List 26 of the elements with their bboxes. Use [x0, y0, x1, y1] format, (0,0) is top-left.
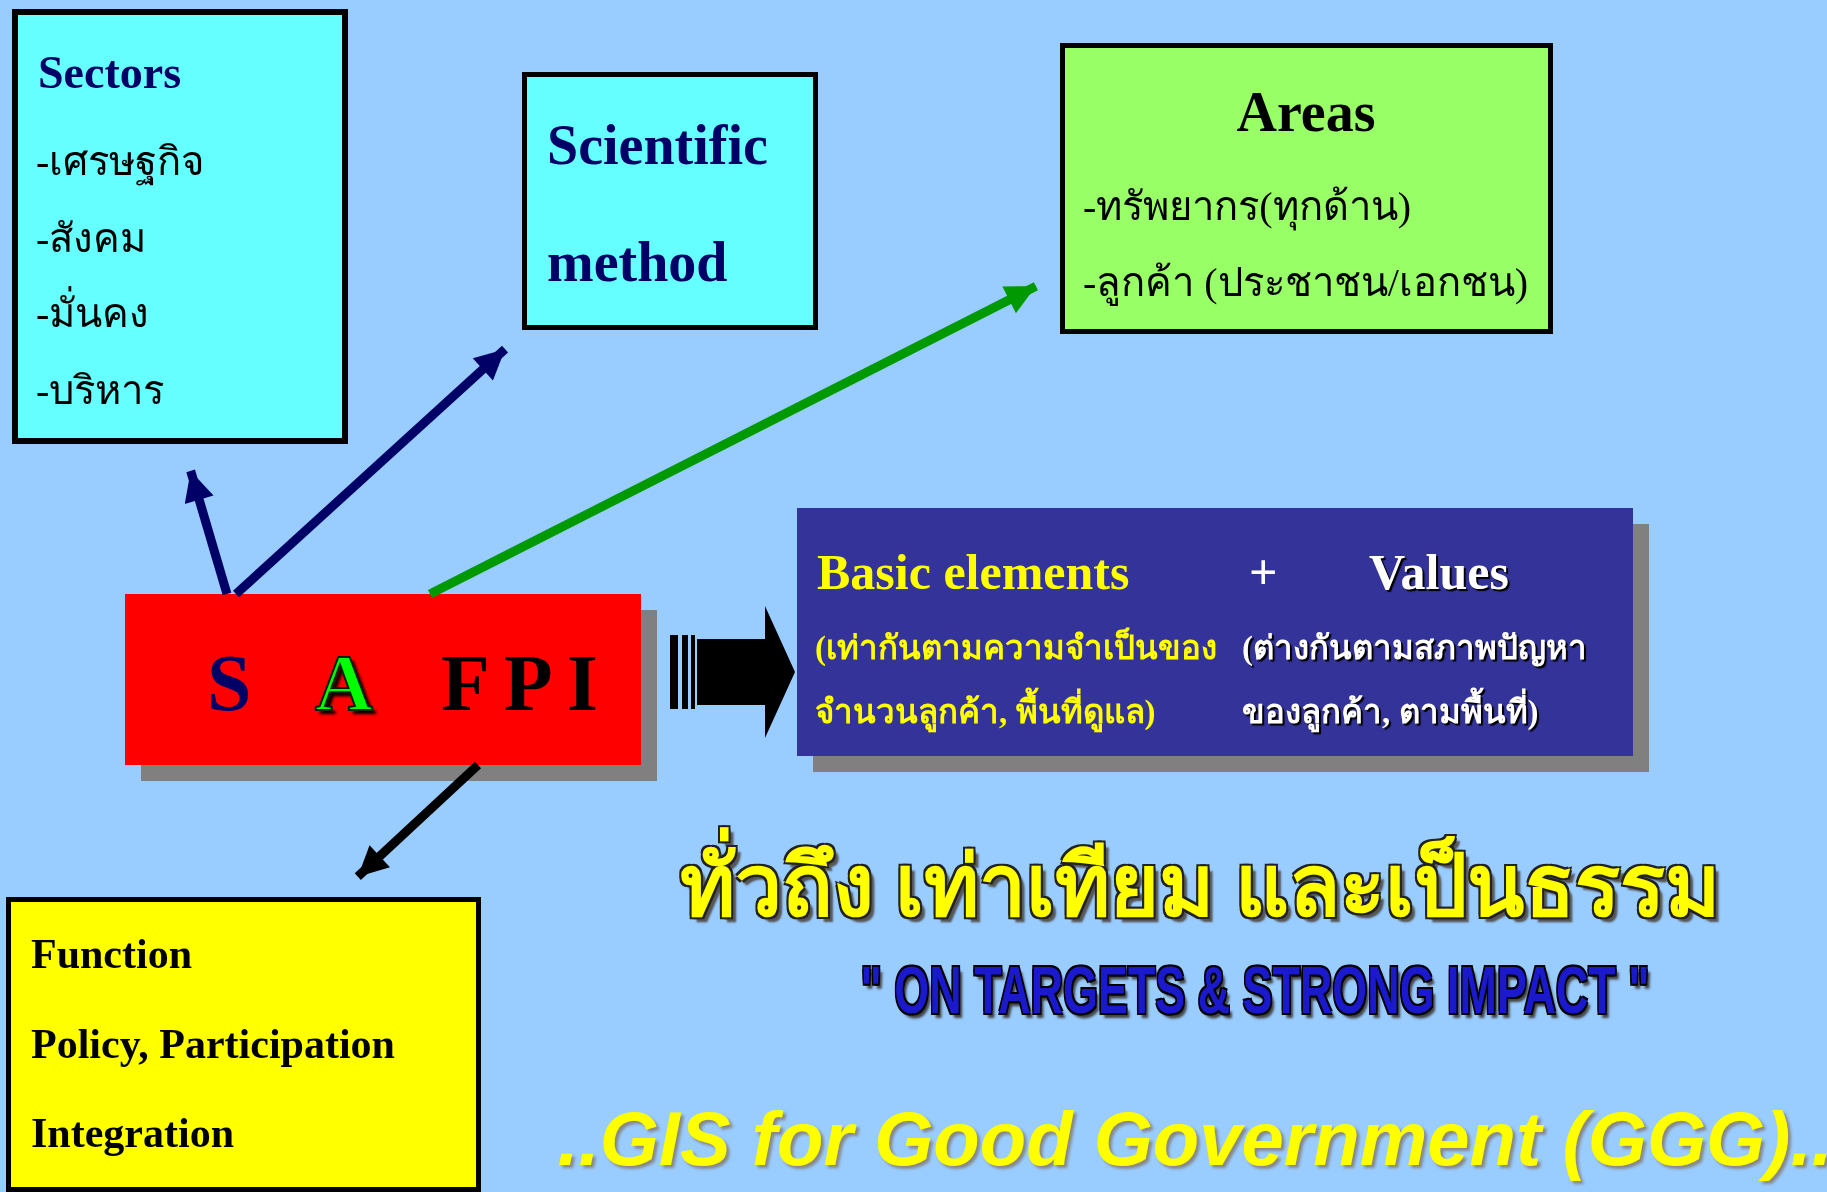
function-box: [6, 897, 481, 1192]
box-heading: Areas: [1236, 80, 1376, 146]
box-heading: Sectors: [38, 46, 182, 101]
panel-heading: Values: [1369, 543, 1509, 602]
slogan: ทั่วถึง เท่าเทียม และเป็นธรรม: [680, 818, 1720, 952]
list-item: -เศรษฐกิจ: [36, 138, 205, 186]
panel-note: (ต่างกันตามสภาพปัญหา ของลูกค้า, ตามพื้นที่): [1242, 616, 1622, 744]
sectors-box: [12, 9, 348, 444]
list-item: -บริหาร: [36, 367, 165, 415]
list-item: -ทรัพยากร(ทุกด้าน): [1083, 183, 1411, 231]
areas-box: [1060, 43, 1553, 334]
panel-heading: Basic elements: [817, 543, 1130, 602]
box-heading: Scientific method: [547, 113, 769, 295]
acronym-letters: FPI: [441, 638, 612, 729]
acronym-letter: A: [315, 638, 373, 729]
panel-note: (เท่ากันตามความจำเป็นของ จำนวนลูกค้า, พื้นที่ดูแล): [815, 616, 1235, 744]
tagline: ..GIS for Good Government (GGG)..: [557, 1094, 1827, 1182]
list-item: Policy, Participation: [31, 1019, 395, 1069]
plus-sign: +: [1249, 543, 1278, 602]
list-item: Integration: [31, 1108, 234, 1158]
method-box: [522, 72, 818, 330]
acronym-letter: S: [207, 638, 252, 729]
list-item: -ลูกค้า (ประชาชน/เอกชน): [1083, 259, 1529, 307]
motto: " ON TARGETS & STRONG IMPACT ": [860, 952, 1650, 1028]
list-item: -สังคม: [36, 215, 147, 263]
box-heading: Function: [31, 929, 193, 979]
